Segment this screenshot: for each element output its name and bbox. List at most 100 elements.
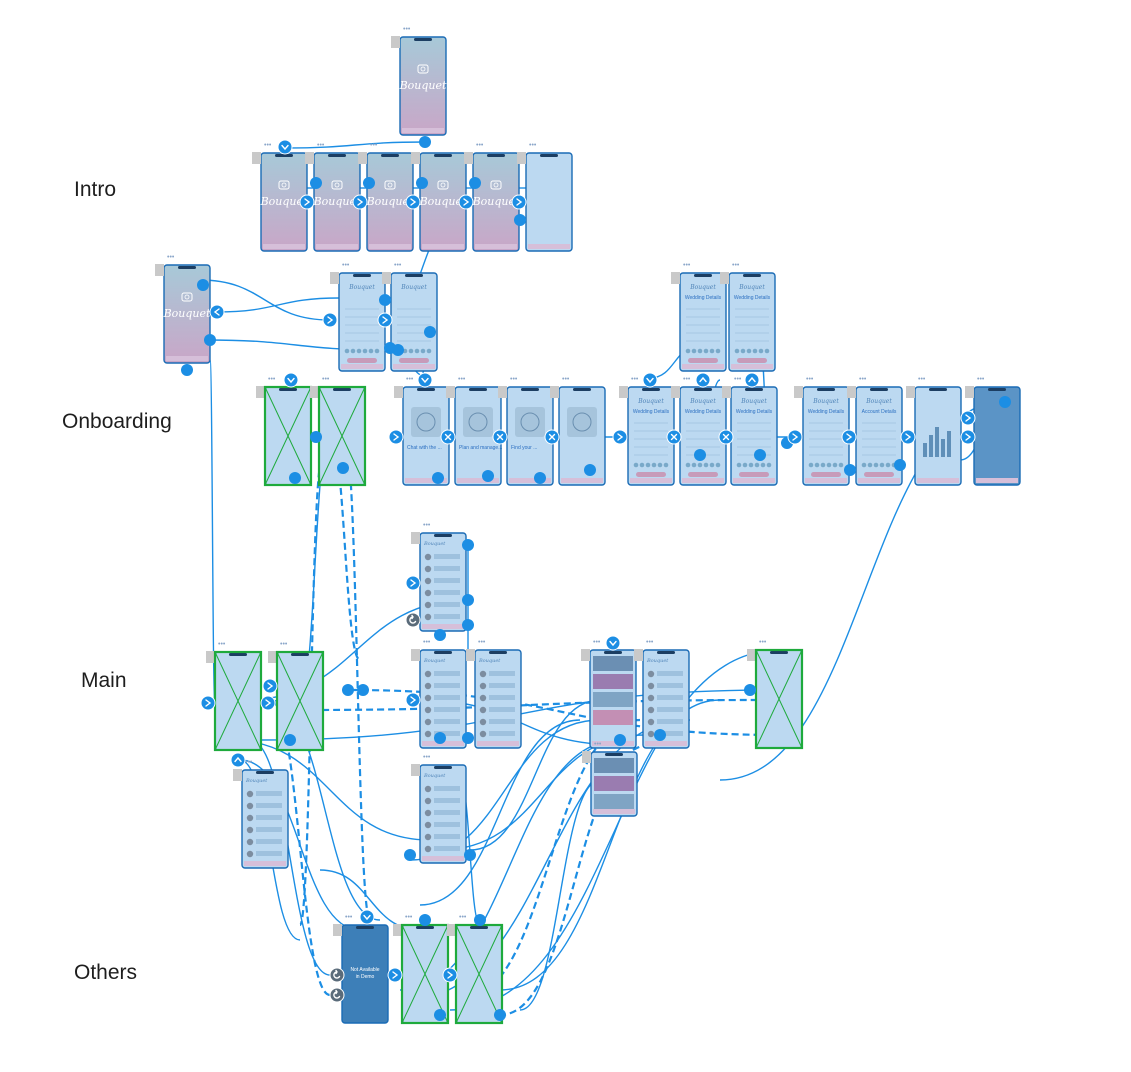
link-anchor-icon[interactable] (469, 177, 481, 189)
submit-button[interactable] (688, 472, 718, 477)
prototype-screen[interactable]: •••Bouquet (358, 142, 414, 252)
submit-button[interactable] (864, 472, 894, 477)
undo-icon[interactable] (405, 612, 421, 628)
list-item[interactable] (657, 671, 683, 676)
list-item[interactable] (489, 731, 515, 736)
tab-bar[interactable] (402, 128, 444, 133)
prototype-screen[interactable]: •••Bouquet (252, 142, 308, 252)
ellipsis-icon[interactable]: ••• (683, 376, 691, 383)
option-dot[interactable] (709, 348, 715, 354)
chevron-right-icon[interactable] (458, 194, 474, 210)
option-dot[interactable] (715, 348, 721, 354)
ellipsis-icon[interactable]: ••• (806, 376, 814, 383)
tab-bar[interactable] (733, 478, 775, 483)
prototype-screen[interactable]: ••• (256, 376, 313, 487)
photo-tile[interactable] (593, 656, 633, 671)
list-item[interactable] (256, 851, 282, 856)
chevron-right-icon[interactable] (405, 692, 421, 708)
submit-button[interactable] (347, 358, 377, 363)
option-dot[interactable] (374, 348, 380, 354)
tab-bar[interactable] (166, 356, 208, 361)
chevron-right-icon[interactable] (387, 967, 403, 983)
list-item[interactable] (434, 695, 460, 700)
ellipsis-icon[interactable]: ••• (423, 639, 431, 646)
prototype-screen[interactable]: ••• (517, 142, 573, 252)
transition-link[interactable] (449, 649, 781, 1011)
submit-button[interactable] (811, 472, 841, 477)
list-item[interactable] (489, 695, 515, 700)
list-item[interactable] (434, 671, 460, 676)
option-dot[interactable] (766, 462, 772, 468)
chevron-down-icon[interactable] (642, 372, 658, 388)
tab-bar[interactable] (422, 741, 464, 746)
link-anchor-icon[interactable] (514, 214, 526, 226)
option-dot[interactable] (742, 462, 748, 468)
option-dot[interactable] (808, 462, 814, 468)
submit-button[interactable] (636, 472, 666, 477)
list-item[interactable] (434, 578, 460, 583)
prototype-screen[interactable]: •••Bouquet (391, 26, 447, 136)
option-dot[interactable] (873, 462, 879, 468)
link-anchor-icon[interactable] (754, 449, 766, 461)
chevron-up-icon[interactable] (744, 372, 760, 388)
link-anchor-icon[interactable] (310, 177, 322, 189)
photo-tile[interactable] (594, 758, 634, 773)
list-item[interactable] (657, 731, 683, 736)
list-item[interactable] (434, 602, 460, 607)
link-anchor-icon[interactable] (181, 364, 193, 376)
close-icon[interactable] (440, 429, 456, 445)
screen-layer[interactable]: •••Bouquet •••Bouquet •••Bouquet •••Bouquet… (155, 26, 1021, 1025)
transition-link[interactable] (229, 739, 431, 841)
screen-frame[interactable] (679, 272, 727, 372)
prototype-screen[interactable]: •••Bouquet (330, 262, 386, 372)
option-dot[interactable] (879, 462, 885, 468)
option-dot[interactable] (758, 348, 764, 354)
link-anchor-icon[interactable] (434, 1009, 446, 1021)
link-anchor-icon[interactable] (289, 472, 301, 484)
option-dot[interactable] (697, 462, 703, 468)
chevron-right-icon[interactable] (511, 194, 527, 210)
photo-tile[interactable] (594, 776, 634, 791)
close-icon[interactable] (492, 429, 508, 445)
tab-bar[interactable] (682, 364, 724, 369)
link-anchor-icon[interactable] (894, 459, 906, 471)
close-icon[interactable] (666, 429, 682, 445)
chevron-left-icon[interactable] (209, 304, 225, 320)
tab-bar[interactable] (422, 856, 464, 861)
ellipsis-icon[interactable]: ••• (342, 262, 350, 269)
tab-bar[interactable] (858, 478, 900, 483)
chevron-right-icon[interactable] (352, 194, 368, 210)
ellipsis-icon[interactable]: ••• (759, 639, 767, 646)
option-dot[interactable] (754, 462, 760, 468)
list-item[interactable] (489, 671, 515, 676)
chevron-right-icon[interactable] (405, 194, 421, 210)
tab-bar[interactable] (805, 478, 847, 483)
link-anchor-icon[interactable] (392, 344, 404, 356)
list-item[interactable] (434, 731, 460, 736)
chevron-right-icon[interactable] (960, 429, 976, 445)
ellipsis-icon[interactable]: ••• (631, 376, 639, 383)
tab-bar[interactable] (422, 624, 464, 629)
option-dot[interactable] (820, 462, 826, 468)
link-anchor-icon[interactable] (474, 914, 486, 926)
link-anchor-icon[interactable] (462, 732, 474, 744)
option-dot[interactable] (885, 462, 891, 468)
link-anchor-icon[interactable] (584, 464, 596, 476)
prototype-screen[interactable]: ••• (393, 914, 450, 1025)
chevron-right-icon[interactable] (260, 695, 276, 711)
option-dot[interactable] (736, 462, 742, 468)
list-item[interactable] (489, 719, 515, 724)
link-anchor-icon[interactable] (404, 849, 416, 861)
tab-bar[interactable] (592, 741, 634, 746)
link-anchor-icon[interactable] (419, 136, 431, 148)
tab-bar[interactable] (475, 244, 517, 249)
link-anchor-icon[interactable] (462, 539, 474, 551)
option-dot[interactable] (703, 462, 709, 468)
prototype-screen[interactable]: ••• (206, 641, 263, 752)
list-item[interactable] (434, 554, 460, 559)
